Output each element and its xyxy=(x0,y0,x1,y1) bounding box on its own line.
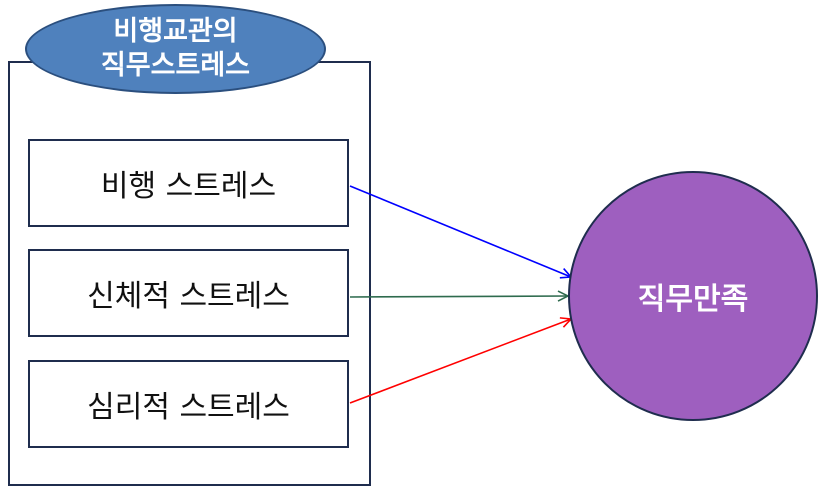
flight-stress-box: 비행 스트레스 xyxy=(28,139,349,227)
physical-stress-label: 신체적 스트레스 xyxy=(87,279,290,314)
arrow-flight-to-satisfaction xyxy=(349,185,571,277)
psychological-stress-label: 심리적 스트레스 xyxy=(87,390,290,425)
group-title-line1: 비행교관의 xyxy=(113,16,238,47)
arrow-physical-to-satisfaction xyxy=(349,296,568,297)
arrow-psychological-to-satisfaction xyxy=(349,319,571,404)
job-satisfaction-circle: 직무만족 xyxy=(568,171,818,421)
group-title-line2: 직무스트레스 xyxy=(100,50,251,81)
psychological-stress-box: 심리적 스트레스 xyxy=(28,360,349,448)
group-title-ellipse: 비행교관의 직무스트레스 xyxy=(25,4,326,94)
flight-stress-label: 비행 스트레스 xyxy=(100,169,277,204)
physical-stress-box: 신체적 스트레스 xyxy=(28,249,349,337)
job-satisfaction-label: 직무만족 xyxy=(637,282,749,317)
